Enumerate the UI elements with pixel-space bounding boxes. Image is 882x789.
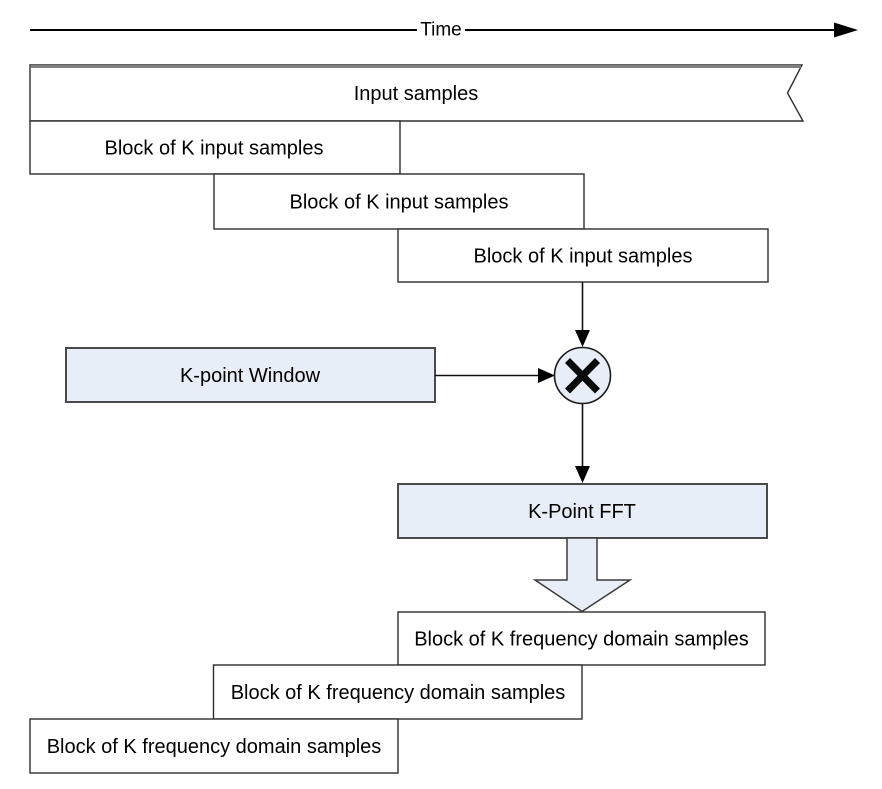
output-block-1 [397, 611, 766, 666]
output-block-1-label: Block of K frequency domain samples [414, 629, 749, 651]
time-axis-arrowhead-icon [834, 22, 858, 38]
multiply-icon [565, 358, 600, 394]
connector-block-to-multiply [575, 282, 590, 347]
output-block-2 [212, 664, 583, 720]
output-blocks: Block of K frequency domain samples Bloc… [29, 611, 766, 774]
time-axis: Time [30, 20, 858, 41]
block-arrow-down-icon [532, 537, 633, 613]
input-block-3-label: Block of K input samples [474, 246, 693, 268]
input-block-2 [213, 173, 585, 230]
fft-stage: K-Point FFT [397, 483, 768, 613]
multiply-node [553, 346, 612, 405]
output-block-3-label: Block of K frequency domain samples [47, 736, 382, 758]
input-samples-label: Input samples [354, 83, 479, 105]
input-block-3 [397, 228, 769, 283]
input-samples-strip: Input samples [29, 64, 805, 122]
fft-box [397, 483, 768, 539]
connector-window-to-multiply-arrowhead-icon [538, 368, 555, 383]
connector-block-to-multiply-arrowhead-icon [575, 330, 590, 347]
connector-multiply-to-fft-arrowhead-icon [575, 466, 590, 483]
window-box-label: K-point Window [180, 365, 321, 387]
output-block-3 [29, 718, 399, 774]
output-block-2-label: Block of K frequency domain samples [231, 682, 566, 704]
input-block-1-label: Block of K input samples [105, 138, 324, 160]
connector-multiply-to-fft [575, 404, 590, 483]
input-block-1 [29, 120, 401, 175]
fft-box-label: K-Point FFT [528, 501, 636, 523]
window-stage: K-point Window [65, 347, 555, 403]
time-axis-label: Time [420, 20, 462, 41]
input-block-2-label: Block of K input samples [290, 192, 509, 214]
input-blocks: Block of K input samples Block of K inpu… [29, 120, 769, 283]
